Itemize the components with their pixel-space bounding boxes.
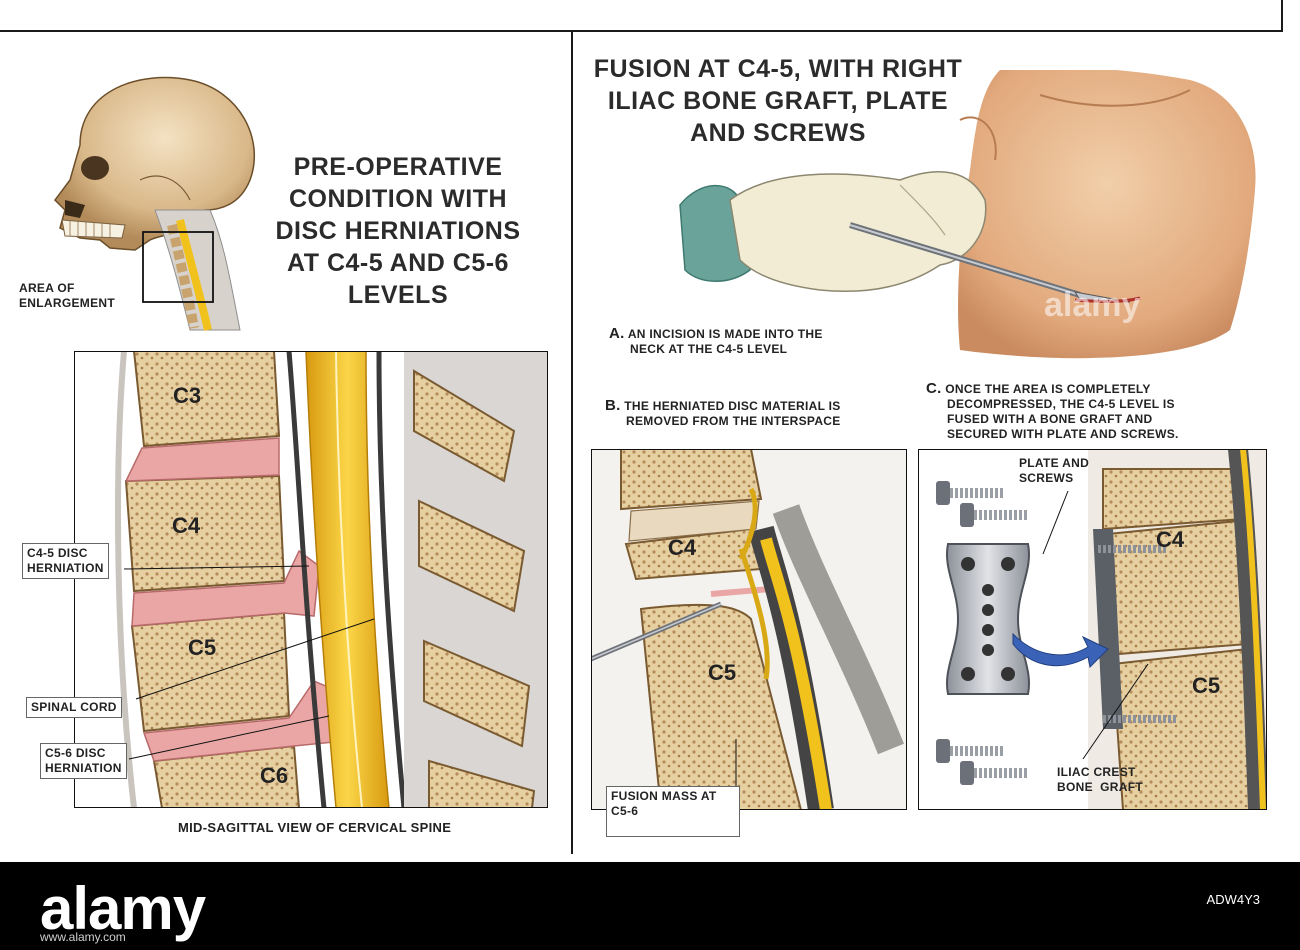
top-right-tick <box>1281 0 1283 32</box>
footer-bar: alamy ADW4Y3 www.alamy.com <box>0 862 1300 950</box>
panel-b-illustration <box>591 449 907 810</box>
panel-c-label-c4: C4 <box>1156 527 1185 552</box>
callout-spinal-cord: SPINAL CORD <box>26 697 122 718</box>
panel-b-label-c4: C4 <box>668 535 697 560</box>
vertebra-label-c4: C4 <box>172 513 201 538</box>
neck-incision-illustration <box>679 70 1256 359</box>
sagittal-spine-illustration <box>74 351 548 808</box>
panel-b-label-c5: C5 <box>708 660 737 685</box>
step-b-text: B. THE HERNIATED DISC MATERIAL IS REMOVE… <box>605 397 841 428</box>
panel-c-illustration <box>918 449 1267 810</box>
area-of-enlargement-label: AREA OF ENLARGEMENT <box>19 281 115 310</box>
callout-c56-herniation: C5-6 DISC HERNIATION <box>40 743 127 779</box>
left-caption: MID-SAGITTAL VIEW OF CERVICAL SPINE <box>178 820 452 835</box>
right-panel-title: FUSION AT C4-5, WITH RIGHT ILIAC BONE GR… <box>593 55 963 147</box>
plate-and-screws-label: PLATE AND SCREWS <box>1019 456 1090 485</box>
footer-image-id: ADW4Y3 <box>1206 892 1260 907</box>
skull-illustration <box>54 76 255 331</box>
panel-c-label-c5: C5 <box>1192 673 1221 698</box>
watermark-text: alamy <box>1044 286 1141 324</box>
iliac-crest-graft-label: ILIAC CREST BONE GRAFT <box>1057 765 1143 794</box>
step-c-text: C. ONCE THE AREA IS COMPLETELY DECOMPRES… <box>926 380 1179 441</box>
vertebra-label-c6: C6 <box>260 763 289 788</box>
footer-url: www.alamy.com <box>40 930 126 944</box>
vertebra-label-c3: C3 <box>173 383 202 408</box>
footer-brand-logo: alamy <box>40 875 206 942</box>
callout-c45-herniation: C4-5 DISC HERNIATION <box>22 543 109 579</box>
step-a-text: A. AN INCISION IS MADE INTO THE NECK AT … <box>609 325 823 356</box>
vertebra-label-c5: C5 <box>188 635 217 660</box>
left-panel-title: PRE-OPERATIVE CONDITION WITH DISC HERNIA… <box>275 153 521 309</box>
top-border-line <box>0 30 1282 32</box>
center-divider <box>571 32 573 854</box>
fusion-mass-label: FUSION MASS AT C5-6 <box>606 786 740 837</box>
